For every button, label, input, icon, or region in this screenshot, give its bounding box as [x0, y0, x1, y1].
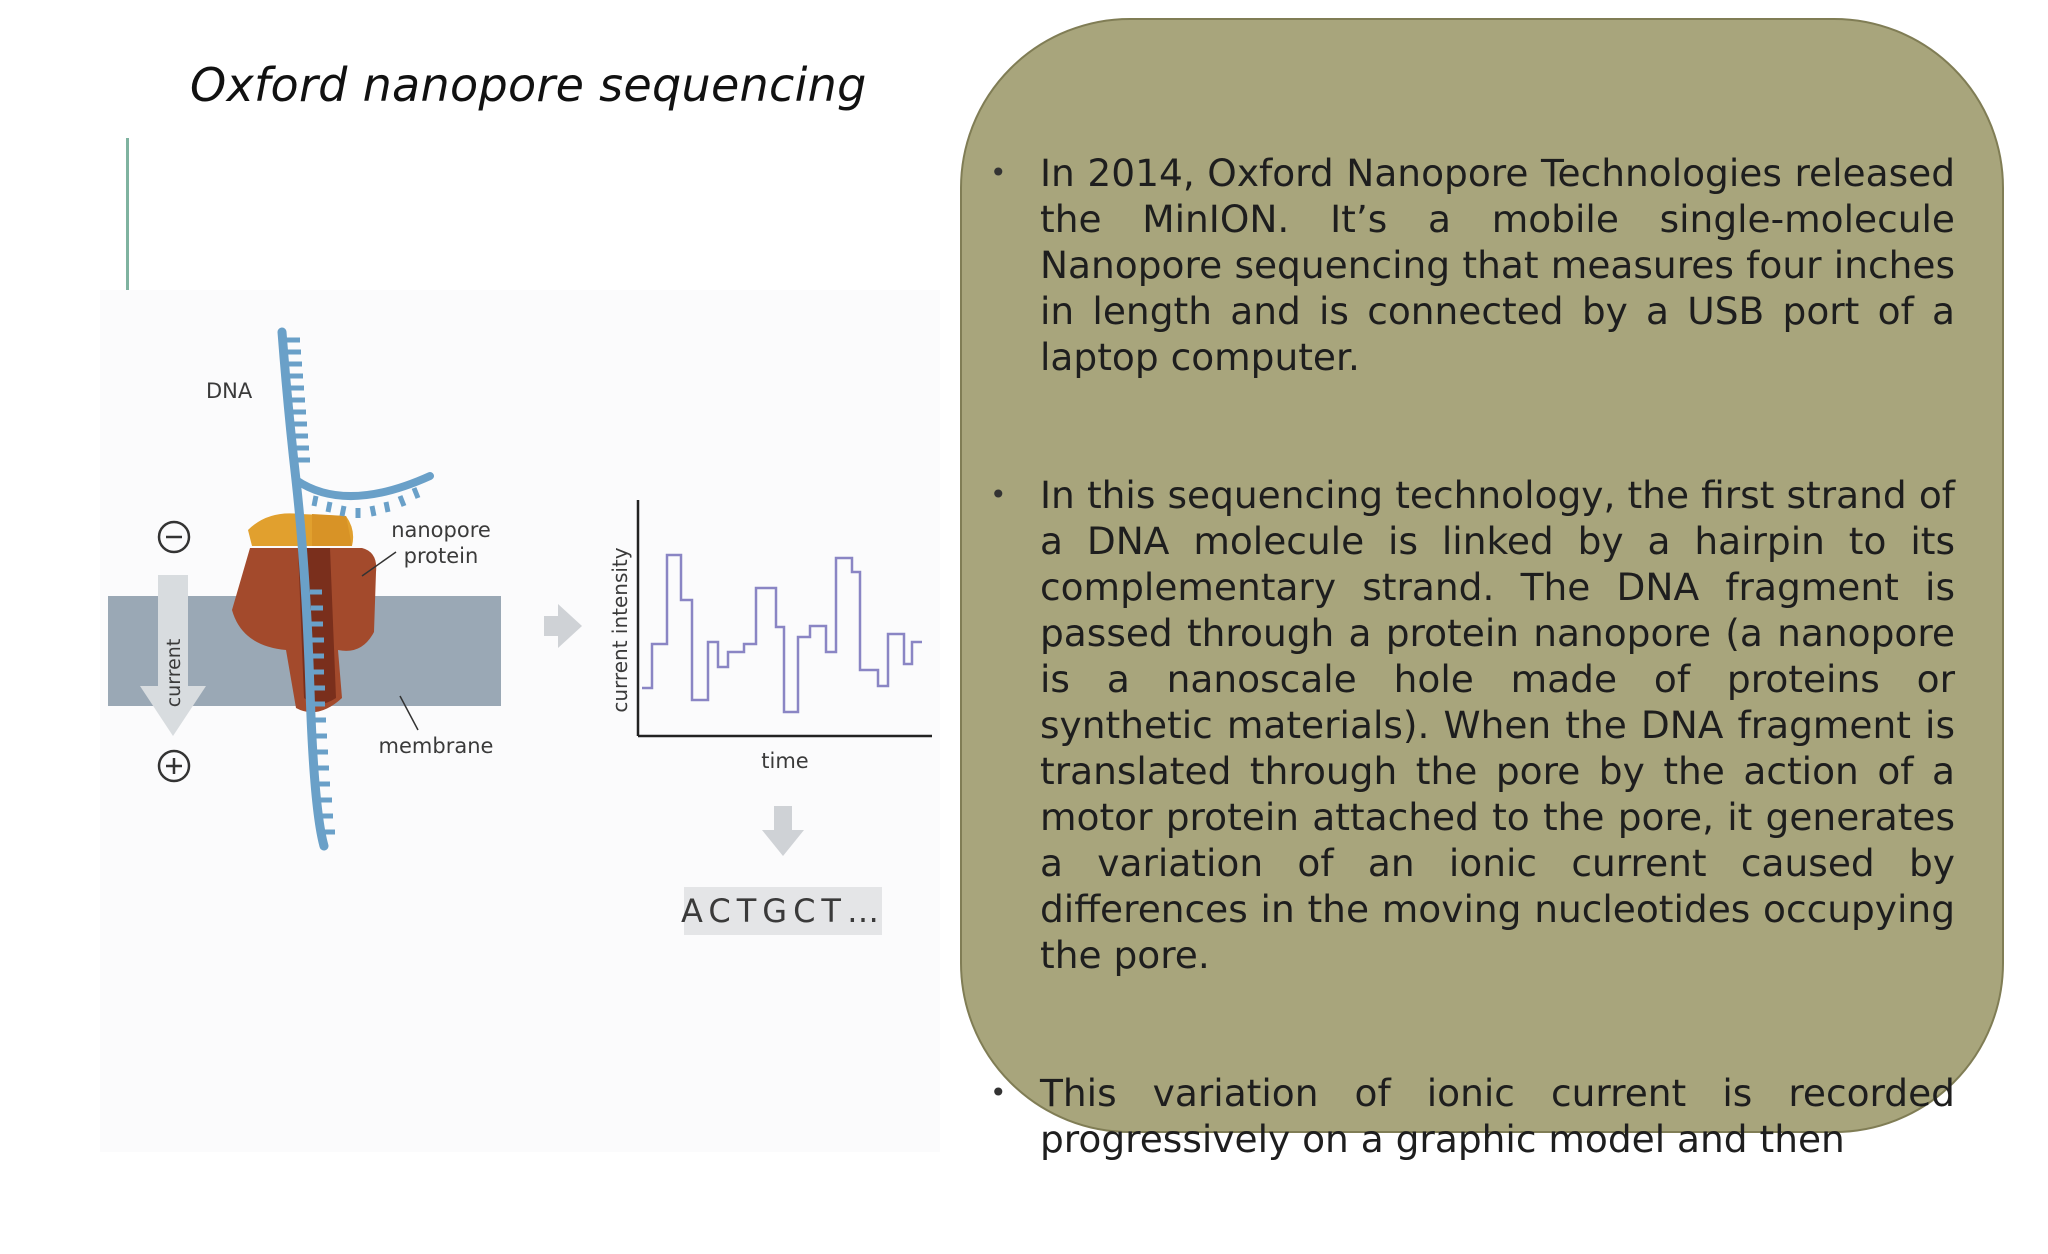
accent-line [126, 138, 129, 293]
slide-title: Oxford nanopore sequencing [190, 58, 867, 112]
arrow-down-icon [762, 806, 804, 856]
membrane-label: membrane [379, 734, 494, 758]
nanopore-figure: current nanopore protein DN [100, 290, 940, 1152]
sequence-box [684, 887, 882, 935]
current-plot [636, 500, 932, 738]
bullet-list: In 2014, Oxford Nanopore Technologies re… [990, 150, 1955, 1254]
bullet-item: In this sequencing technology, the first… [990, 472, 1955, 978]
nanopore-label-line1: nanopore [391, 518, 491, 542]
bullet-item: This variation of ionic current is recor… [990, 1070, 1955, 1162]
x-axis-label: time [761, 749, 808, 773]
current-trace [642, 553, 922, 714]
nanopore-label-line2: protein [404, 544, 479, 568]
current-arrow [140, 575, 206, 736]
dna-label: DNA [206, 379, 253, 403]
current-label: current [163, 639, 185, 708]
membrane-leader-line [399, 695, 419, 731]
plus-circle-icon [157, 749, 191, 783]
sequence-output: ACTGCT… [681, 892, 885, 930]
dna-strand [277, 327, 434, 851]
arrow-right-icon [544, 604, 582, 648]
y-axis-label: current intensity [608, 547, 632, 712]
bullet-item: In 2014, Oxford Nanopore Technologies re… [990, 150, 1955, 380]
nanopore-leader-line [361, 551, 397, 577]
minus-circle-icon [157, 520, 191, 554]
